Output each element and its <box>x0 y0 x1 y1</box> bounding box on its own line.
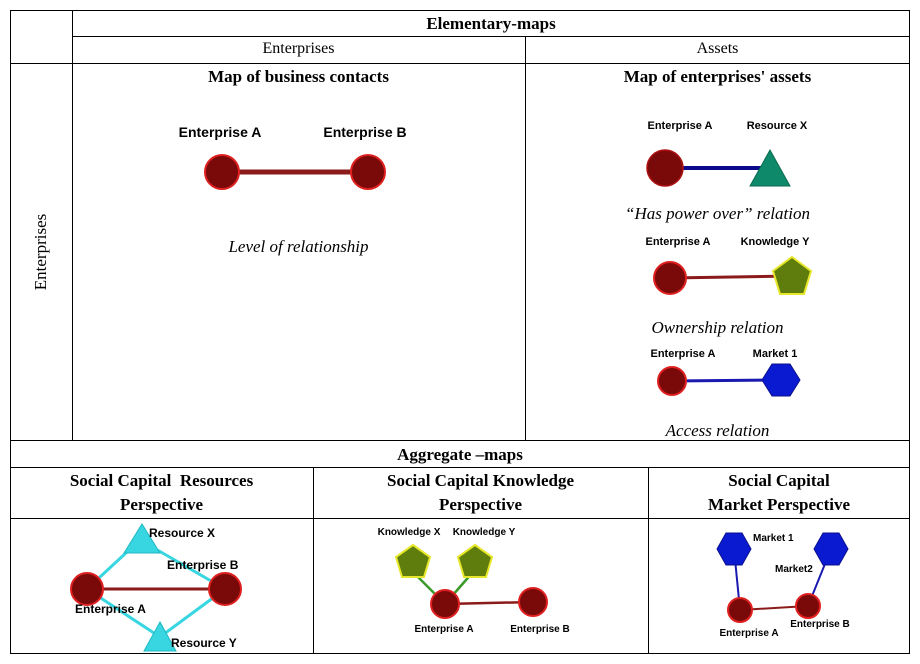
knowledge-perspective-diagram: Knowledge X Knowledge Y Enterprise A Ent… <box>378 527 570 635</box>
enterprise-a-node <box>204 154 240 190</box>
resource-x-node <box>749 148 791 187</box>
ownership-relation-label: Ownership relation <box>651 318 784 337</box>
header-divider-1 <box>72 36 910 37</box>
knowledge-enterprise-b-label: Enterprise B <box>510 624 569 635</box>
knowledge-perspective-title-line1: Social Capital Knowledge <box>386 471 574 490</box>
aggregate-maps-title: Aggregate –maps <box>397 445 523 464</box>
knowledge-enterprise-a-label: Enterprise A <box>414 624 473 635</box>
market-2-label: Market2 <box>775 564 813 575</box>
ownership-diagram: Enterprise A Knowledge Y <box>645 236 813 295</box>
agg-enterprise-a-label: Enterprise A <box>75 602 146 616</box>
knowledge-enterprise-b-node <box>518 587 548 617</box>
knowledge-x-node <box>394 543 432 578</box>
business-enterprise-a-label: Enterprise A <box>179 124 262 140</box>
market-1-node <box>761 363 801 397</box>
row-label-divider <box>72 10 73 440</box>
ownership-enterprise-label: Enterprise A <box>645 236 710 248</box>
ownership-edge <box>669 274 791 280</box>
knowledge-y-node-agg <box>456 543 494 578</box>
agg-resource-y-label: Resource Y <box>171 636 237 650</box>
elementary-maps-title: Elementary-maps <box>426 14 556 33</box>
power-enterprise-label: Enterprise A <box>647 120 712 132</box>
business-contacts-title: Map of business contacts <box>208 67 389 86</box>
aggregate-header-divider <box>10 467 910 468</box>
aggregate-title-divider <box>10 518 910 519</box>
resources-perspective-title-line1: Social Capital Resources <box>69 471 254 490</box>
access-market-label: Market 1 <box>753 348 798 360</box>
table-border-top <box>10 10 910 11</box>
ownership-enterprise-node <box>653 261 687 295</box>
column-header-enterprises: Enterprises <box>262 40 335 57</box>
market-enterprise-a-node <box>727 597 753 623</box>
aggregate-col-divider-1 <box>313 467 314 654</box>
market-enterprise-b-label: Enterprise B <box>790 619 849 630</box>
market-1-label: Market 1 <box>753 533 794 544</box>
agg-resource-x-label: Resource X <box>149 526 215 540</box>
column-divider <box>525 36 526 440</box>
power-resource-label: Resource X <box>747 120 808 132</box>
market-perspective-title-line2: Market Perspective <box>707 495 851 514</box>
level-of-relationship-label: Level of relationship <box>228 237 369 256</box>
header-divider-2 <box>10 63 910 64</box>
market-1-node-agg <box>716 532 752 566</box>
table-border-right <box>909 10 910 654</box>
business-contacts-diagram: Enterprise A Enterprise B <box>179 124 407 190</box>
elementary-bottom-divider <box>10 440 910 441</box>
agg-enterprise-b-label: Enterprise B <box>167 558 239 572</box>
column-header-assets: Assets <box>696 40 739 57</box>
access-enterprise-node <box>657 366 687 396</box>
agg-enterprise-b-node <box>208 572 242 606</box>
access-diagram: Enterprise A Market 1 <box>650 348 801 397</box>
resources-perspective-title-line2: Perspective <box>119 495 204 514</box>
power-diagram: Enterprise A Resource X <box>646 120 808 187</box>
market-2-node <box>813 532 849 566</box>
table-border-left <box>10 10 11 654</box>
knowledge-x-label: Knowledge X <box>378 527 441 538</box>
agg-enterprise-a-node <box>70 572 104 606</box>
enterprise-assets-title: Map of enterprises' assets <box>623 67 812 86</box>
knowledge-enterprise-a-node <box>430 589 460 619</box>
power-enterprise-node <box>646 149 684 187</box>
market-perspective-diagram: Market 1 Market2 Enterprise A Enterprise… <box>716 532 850 639</box>
resources-perspective-diagram: Resource X Enterprise B Enterprise A Res… <box>70 523 242 652</box>
market-perspective-title-line1: Social Capital <box>728 471 830 490</box>
knowledge-y-label: Knowledge Y <box>453 527 516 538</box>
knowledge-y-node <box>771 255 813 295</box>
agg-resource-x-node <box>123 523 161 554</box>
market-enterprise-a-label: Enterprise A <box>719 628 778 639</box>
knowledge-perspective-title-line2: Perspective <box>438 495 523 514</box>
market-enterprise-b-node <box>795 593 821 619</box>
aggregate-col-divider-2 <box>648 467 649 654</box>
table-border-bottom <box>10 653 910 654</box>
access-enterprise-label: Enterprise A <box>650 348 715 360</box>
business-enterprise-b-label: Enterprise B <box>323 124 406 140</box>
ownership-knowledge-label: Knowledge Y <box>741 236 811 248</box>
enterprise-b-node <box>350 154 386 190</box>
access-relation-label: Access relation <box>665 421 770 440</box>
power-relation-label: “Has power over” relation <box>625 204 810 223</box>
agg-resource-y-node <box>143 620 177 652</box>
